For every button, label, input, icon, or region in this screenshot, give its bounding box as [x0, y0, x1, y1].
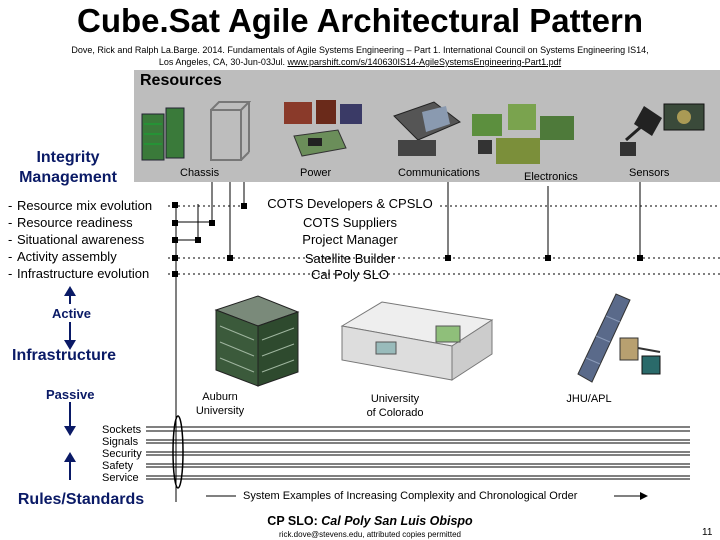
- citation-url[interactable]: www.parshift.com/s/140630IS14-AgileSyste…: [287, 57, 562, 67]
- role-cots-suppliers: COTS Suppliers: [303, 215, 397, 230]
- activity-item: -Activity assembly: [8, 249, 117, 264]
- activity-item: -Infrastructure evolution: [8, 266, 150, 281]
- citation-venue: Los Angeles, CA, 30-Jun-03Jul.: [158, 57, 285, 67]
- chronology-caption: System Examples of Increasing Complexity…: [243, 490, 578, 502]
- rules-standards-label: Rules/Standards: [17, 491, 145, 508]
- bus-ellipse: [172, 415, 184, 489]
- passive-label: Passive: [46, 387, 95, 402]
- activity-item: -Resource readiness: [8, 215, 133, 230]
- active-label: Active: [52, 306, 92, 321]
- contact-line: rick.dove@stevens.edu, attributed copies…: [279, 530, 461, 539]
- standard-item: Service: [102, 472, 139, 484]
- category-sensors: Sensors: [629, 167, 670, 179]
- citation-line-2: Los Angeles, CA, 30-Jun-03Jul. www.parsh…: [0, 56, 720, 68]
- project-auburn: Auburn University: [195, 391, 245, 417]
- resources-label: Resources: [140, 72, 222, 89]
- communications-component-photo: [388, 92, 466, 162]
- chassis-component-photo: [140, 94, 210, 164]
- role-cots-developers: COTS Developers & CPSLO: [267, 196, 433, 211]
- colorado-cubesat-photo: [336, 296, 496, 384]
- standard-item: Sockets: [102, 424, 142, 436]
- category-chassis: Chassis: [180, 167, 220, 179]
- chassis-frame-photo: [203, 96, 252, 166]
- page-number: 11: [702, 527, 713, 538]
- project-jhu-apl: JHU/APL: [566, 393, 612, 405]
- activity-item: -Resource mix evolution: [8, 198, 153, 213]
- power-component-photo: [282, 96, 364, 130]
- standard-item: Safety: [102, 460, 134, 472]
- sensors-component-photo: [604, 96, 714, 166]
- standard-item: Security: [102, 448, 142, 460]
- cpslo-footnote: CP SLO: Cal Poly San Luis Obispo: [267, 514, 473, 528]
- standard-item: Signals: [102, 436, 139, 448]
- integrity-label-line1: Integrity: [36, 149, 100, 166]
- auburn-cubesat-photo: [206, 290, 302, 390]
- citation-line-1: Dove, Rick and Ralph La.Barge. 2014. Fun…: [71, 45, 649, 55]
- electronics-component-photo: [470, 100, 580, 166]
- integrity-management-label: Integrity Management: [12, 148, 124, 188]
- category-communications: Communications: [398, 167, 480, 179]
- project-colorado: University of Colorado: [366, 393, 424, 419]
- integrity-label-line2: Management: [19, 169, 117, 186]
- standards-list: Sockets Signals Security Safety Service: [102, 424, 142, 484]
- category-power: Power: [300, 167, 332, 179]
- activity-list: -Resource mix evolution -Resource readin…: [8, 197, 152, 282]
- jhu-apl-satellite-photo: [576, 292, 674, 392]
- infrastructure-label: Infrastructure: [12, 347, 117, 364]
- page-title: Cube.Sat Agile Architectural Pattern: [76, 2, 643, 39]
- activity-item: -Situational awareness: [8, 232, 145, 247]
- role-project-manager: Project Manager: [302, 232, 398, 247]
- category-electronics: Electronics: [524, 171, 578, 183]
- power-board-photo: [290, 128, 350, 160]
